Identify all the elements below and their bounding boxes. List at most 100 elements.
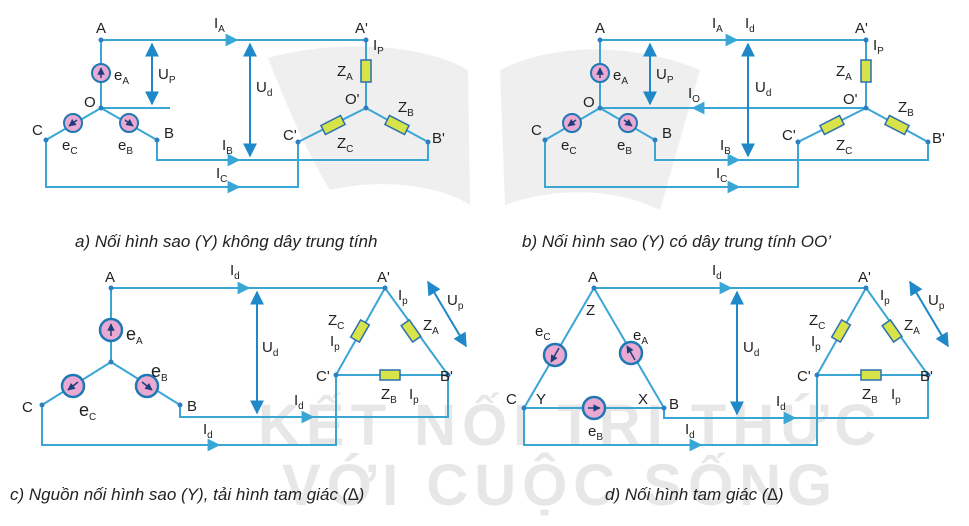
panel-c-node-b	[177, 402, 183, 408]
panel-c-source-ea	[98, 317, 124, 343]
panel-a-label-b2: B'	[432, 130, 445, 147]
panel-a-source-ea	[91, 63, 111, 83]
panel-c-source-eb	[134, 373, 160, 399]
panel-d-label-ud: Ud	[743, 339, 759, 359]
panel-d-source-ec	[542, 342, 568, 368]
panel-c-label-b: B	[187, 398, 197, 415]
panel-b-label-o: O	[583, 94, 595, 111]
panel-b-wire-c	[544, 140, 799, 188]
panel-d-label-ip-b: Ip	[891, 386, 901, 406]
panel-c-label-za: ZA	[423, 317, 439, 337]
panel-b-label-zb: ZB	[898, 99, 914, 119]
panel-c-label-a: A	[105, 269, 115, 286]
panel-b-label-id: Id	[745, 15, 755, 35]
panel-c-node-a2	[382, 285, 388, 291]
panel-c-label-eb: eB	[151, 361, 168, 384]
panel-a-node-a2	[363, 37, 369, 43]
panel-b-node-o	[597, 105, 603, 111]
panel-d-label-ip-a: Ip	[880, 287, 890, 307]
panel-a-node-a	[98, 37, 104, 43]
panel-a-label-ea: eA	[114, 67, 129, 87]
panel-b-label-a2: A'	[855, 20, 868, 37]
panel-c-label-id-b: Id	[294, 392, 304, 412]
panel-a-label-b: B	[164, 125, 174, 142]
panel-b-label-ip: IP	[873, 37, 884, 57]
panel-b-label-zc: ZC	[836, 137, 852, 157]
panel-d-load-zb	[860, 369, 882, 381]
panel-d-label-z: Z	[586, 302, 595, 319]
panel-b-label-o2: O'	[843, 91, 858, 108]
panel-a-label-a: A	[96, 20, 106, 37]
panel-a-load-za	[360, 59, 372, 83]
panel-d-label-zc: ZC	[809, 312, 825, 332]
panel-a-label-ip: IP	[373, 37, 384, 57]
panel-a-star-no-neutral: A O C B A' O' C' B' eA eC eB ZA ZB ZC IA…	[32, 15, 445, 251]
panel-c-node-o	[108, 359, 114, 365]
panel-d-node-a2	[863, 285, 869, 291]
panel-d-label-y: Y	[536, 391, 546, 408]
panel-c-node-c	[39, 402, 45, 408]
panel-b-label-ib: IB	[720, 137, 731, 157]
panel-a-node-o2	[363, 105, 369, 111]
panel-b-label-ec: eC	[561, 137, 577, 157]
panel-c-label-ip-c: Ip	[330, 333, 340, 353]
panel-c-label-c2: C'	[316, 368, 330, 385]
panel-d-load-za	[881, 318, 903, 344]
panel-c-source-ec	[60, 373, 86, 399]
panel-b-node-o2	[863, 105, 869, 111]
panel-a-label-zc: ZC	[337, 135, 353, 155]
panel-d-node-c2	[814, 372, 820, 378]
panel-b-label-c2: C'	[782, 127, 796, 144]
panel-a-label-za: ZA	[337, 63, 353, 83]
panel-c-wire-c	[41, 375, 337, 446]
panel-b-caption: b) Nối hình sao (Y) có dây trung tính OO…	[522, 232, 831, 251]
panel-c-node-c2	[333, 372, 339, 378]
panel-b-label-ea: eA	[613, 67, 628, 87]
panel-c-label-ip-b: Ip	[409, 386, 419, 406]
panel-c-label-ec: eC	[79, 400, 96, 423]
panel-b-node-a2	[863, 37, 869, 43]
panel-d-label-up: Up	[928, 292, 945, 312]
panel-b-source-ec	[562, 113, 582, 133]
panel-a-label-o: O	[84, 94, 96, 111]
panel-b-node-b2	[925, 139, 931, 145]
panel-a-label-o2: O'	[345, 91, 360, 108]
panel-a-node-b	[154, 137, 160, 143]
panel-c-label-zb: ZB	[381, 386, 397, 406]
panel-d-caption: d) Nối hình tam giác (∆)	[605, 485, 784, 504]
panel-d-node-b2	[925, 372, 931, 378]
panel-b-label-ic: IC	[716, 165, 727, 185]
panel-c-load-zc	[349, 318, 371, 344]
watermark-line-2: VỚI CUỘC SỐNG	[282, 453, 838, 518]
panel-d-label-a: A	[588, 269, 598, 286]
watermark-line-1: KẾT NỐI TRI THỨC	[258, 393, 882, 458]
panel-d-label-a2: A'	[858, 269, 871, 286]
panel-d-wire-c	[523, 375, 818, 446]
panel-a-load-zb	[383, 114, 411, 136]
panel-c-label-ud: Ud	[262, 339, 278, 359]
panel-c-node-b2	[445, 372, 451, 378]
panel-a-label-ic: IC	[216, 165, 227, 185]
panel-b-node-c	[542, 137, 548, 143]
panel-b-label-a: A	[595, 20, 605, 37]
panel-a-label-ib: IB	[222, 137, 233, 157]
panel-a-label-ud: Ud	[256, 79, 272, 99]
panel-b-label-ia: IA	[712, 15, 723, 35]
panel-c-star-source-delta-load: A C B A' C' B' eA eC eB ZA ZB ZC Id Id I…	[10, 262, 467, 504]
panel-d-source-eb	[581, 395, 607, 421]
panel-a-label-up: UP	[158, 66, 176, 86]
panel-c-label-id-a: Id	[230, 262, 240, 282]
panel-a-wire-b	[156, 140, 429, 161]
panel-a-label-c: C	[32, 122, 43, 139]
panel-d-delta-delta: A Z C Y X B A' C' B' eA eB eC ZA ZB ZC I…	[506, 262, 949, 504]
panel-b-label-c: C	[531, 122, 542, 139]
panel-a-source-ec	[63, 113, 83, 133]
panel-b-label-b2: B'	[932, 130, 945, 147]
panel-b-load-zb	[883, 114, 911, 136]
panel-c-label-zc: ZC	[328, 312, 344, 332]
panel-c-up-arrow	[427, 280, 467, 348]
panel-b-load-zc	[818, 114, 846, 136]
panel-a-label-ia: IA	[214, 15, 225, 35]
panel-a-label-a2: A'	[355, 20, 368, 37]
panel-d-label-id-b: Id	[776, 393, 786, 413]
